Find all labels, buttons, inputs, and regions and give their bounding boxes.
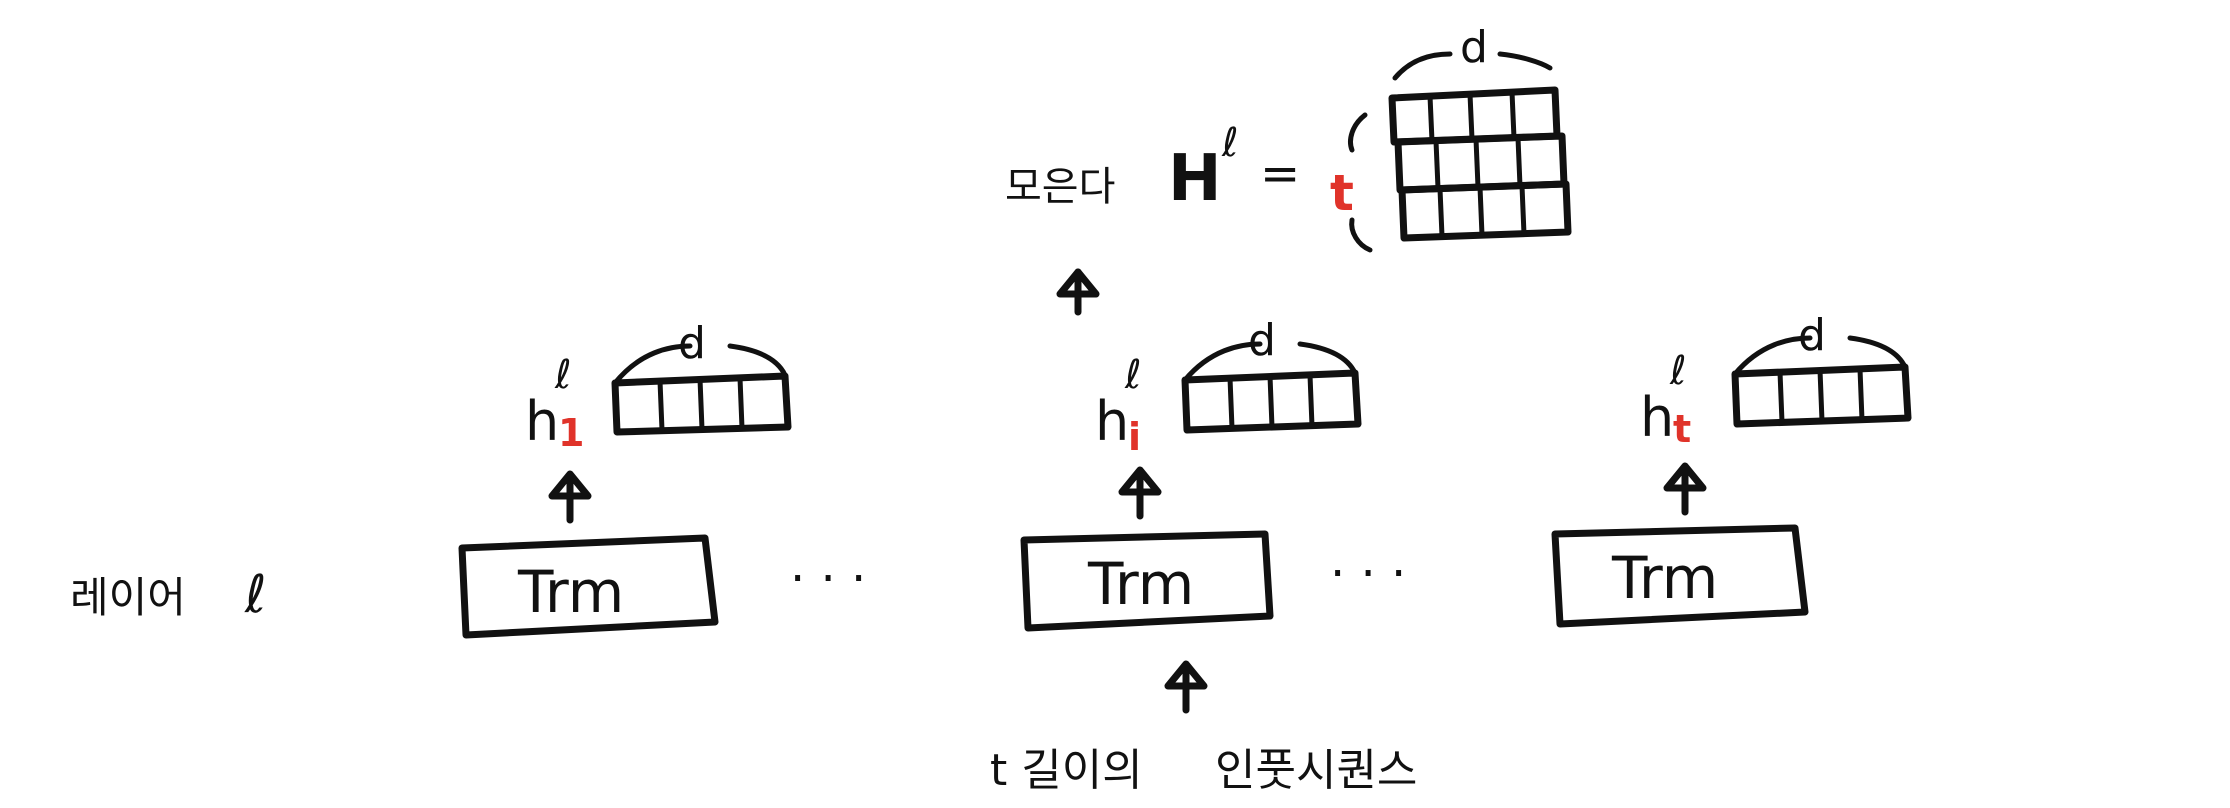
input-prefix: t 길이의 [990, 745, 1143, 796]
hidden-state-i-dim: d [1248, 315, 1276, 366]
arrow-hi [1118, 466, 1162, 520]
trm-block-1-label: Trm [517, 558, 624, 626]
matrix-rows-label: t [1330, 164, 1354, 222]
arrow-h1 [548, 470, 592, 524]
hidden-state-i-superscript: ℓ [1124, 352, 1142, 398]
hidden-state-t-subscript: t [1673, 407, 1691, 451]
hidden-state-t-dim: d [1798, 310, 1826, 361]
hidden-state-1-superscript: ℓ [554, 352, 572, 398]
input-caption: 인풋시퀀스 [1215, 745, 1417, 796]
matrix-dim-label: d [1460, 22, 1488, 73]
matrix-superscript: ℓ [1221, 120, 1239, 166]
arrow-ht [1663, 462, 1707, 516]
hidden-state-1-base: h [525, 390, 559, 453]
hidden-state-1-dim: d [678, 318, 706, 369]
hidden-state-i-subscript: i [1128, 415, 1141, 459]
input-arrow [1164, 660, 1208, 714]
trm-block-3-label: Trm [1611, 544, 1718, 612]
ellipsis-1: · · · [790, 551, 866, 607]
stacked-matrix [1388, 86, 1572, 242]
matrix-symbol: H [1168, 142, 1222, 216]
collect-arrow [1056, 268, 1100, 316]
equals-sign: = [1260, 146, 1300, 202]
trm-block-1: Trm [458, 534, 719, 639]
hidden-state-i: h ℓ i d [1095, 315, 1362, 459]
hidden-state-t-base: h [1640, 386, 1674, 449]
ellipsis-2: · · · [1330, 546, 1406, 602]
trm-block-2-label: Trm [1087, 550, 1194, 618]
hidden-state-i-base: h [1095, 390, 1129, 453]
hidden-state-1: h ℓ 1 d [525, 318, 792, 455]
hidden-state-t-superscript: ℓ [1669, 348, 1687, 394]
hidden-state-t: h ℓ t d [1640, 310, 1912, 451]
hidden-state-1-subscript: 1 [558, 411, 584, 455]
trm-block-2: Trm [1020, 530, 1274, 632]
collect-label: 모은다 [1005, 164, 1115, 210]
trm-block-3: Trm [1551, 524, 1809, 628]
layer-symbol: ℓ [244, 565, 266, 625]
layer-label: 레이어 [70, 573, 186, 622]
